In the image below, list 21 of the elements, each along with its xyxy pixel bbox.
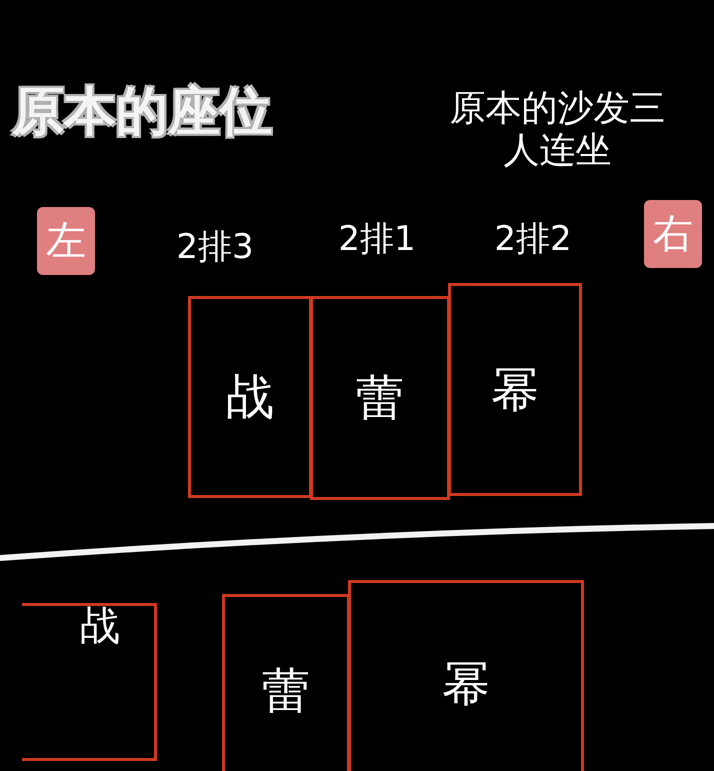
seat-name: 战	[226, 373, 274, 421]
seat-name: 右	[653, 214, 693, 254]
seat-box	[348, 580, 584, 771]
seat-box	[222, 594, 350, 771]
seat-name: 战	[80, 606, 120, 646]
seat-name: 幂	[442, 660, 490, 708]
seat-box	[310, 296, 450, 500]
note: 原本的沙发三人连坐	[448, 88, 666, 172]
seat-name: 幂	[491, 366, 539, 414]
seat-row-label: 2排1	[337, 218, 417, 261]
seat-box	[448, 283, 582, 496]
side-tag	[37, 207, 95, 275]
seat-row-label: 2排2	[493, 218, 573, 261]
seat-box	[188, 296, 312, 498]
side-tag	[644, 200, 702, 268]
seat-name: 蕾	[356, 374, 404, 422]
seat-name: 左	[46, 221, 86, 261]
seat-row-label: 2排3	[175, 226, 255, 269]
seat-name: 蕾	[262, 666, 310, 714]
seat-box	[22, 603, 157, 761]
title: 原本的座位	[12, 81, 272, 144]
